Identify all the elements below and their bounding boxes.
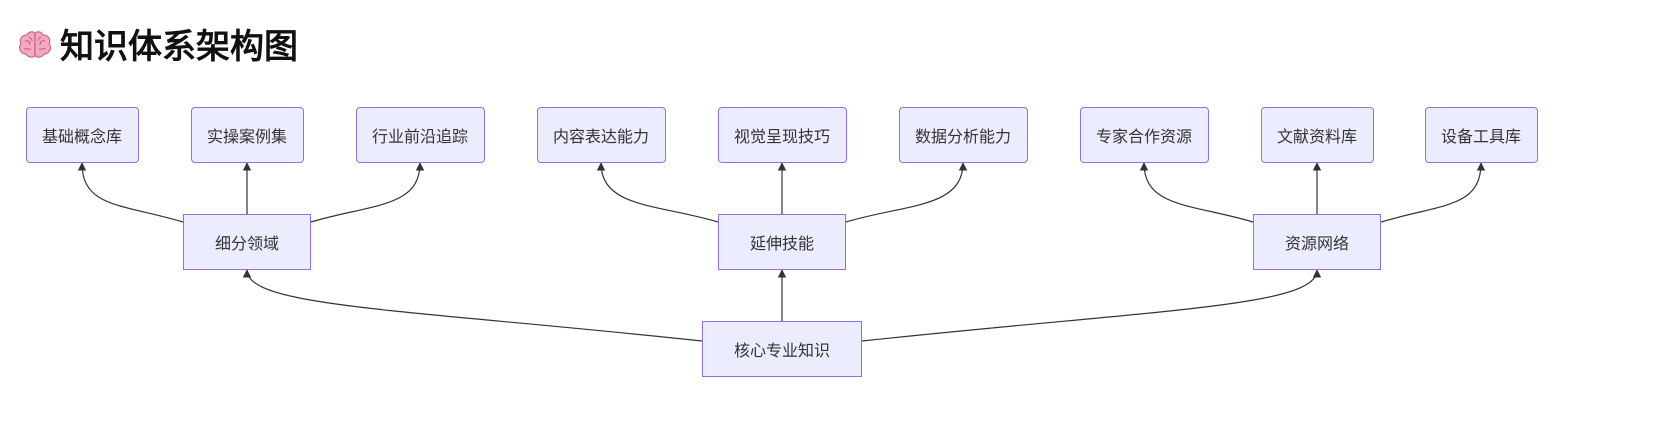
leaf-node: 专家合作资源 xyxy=(1079,107,1209,163)
edge-root-to-branch-1 xyxy=(242,269,703,342)
edge-branch-3-to-leaf-3 xyxy=(1380,162,1486,223)
edge-root-to-branch-3 xyxy=(861,269,1322,342)
edge-branch-3-to-leaf-1 xyxy=(1139,162,1254,223)
leaf-node: 实操案例集 xyxy=(190,107,304,163)
leaf-node: 数据分析能力 xyxy=(898,107,1028,163)
branch-node: 延伸技能 xyxy=(718,214,846,270)
leaf-node: 文献资料库 xyxy=(1260,107,1374,163)
page-title: 知识体系架构图 xyxy=(18,18,298,68)
branch-node: 细分领域 xyxy=(183,214,311,270)
leaf-node: 基础概念库 xyxy=(25,107,139,163)
edge-branch-2-to-leaf-3 xyxy=(845,162,968,223)
leaf-node: 行业前沿追踪 xyxy=(355,107,485,163)
edge-branch-1-to-leaf-1 xyxy=(77,162,184,223)
leaf-node: 内容表达能力 xyxy=(536,107,666,163)
leaf-node: 视觉呈现技巧 xyxy=(717,107,847,163)
brain-icon xyxy=(18,28,52,58)
leaf-node: 设备工具库 xyxy=(1424,107,1538,163)
root-node: 核心专业知识 xyxy=(702,321,862,377)
edge-branch-2-to-leaf-1 xyxy=(596,162,719,223)
page-title-text: 知识体系架构图 xyxy=(60,26,298,67)
edge-branch-1-to-leaf-3 xyxy=(310,162,425,223)
branch-node: 资源网络 xyxy=(1253,214,1381,270)
